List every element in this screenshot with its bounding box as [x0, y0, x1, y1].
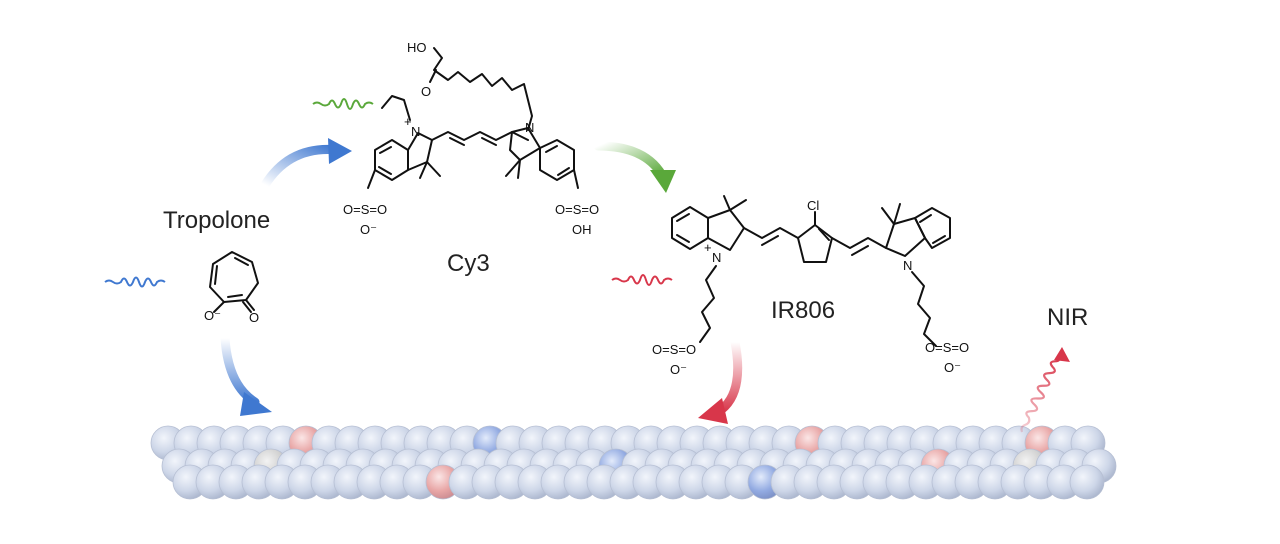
cy3-so3-left-o: O⁻ — [360, 222, 377, 237]
arrow-cy3-to-ir806 — [593, 141, 676, 193]
nir-emission-wave-icon — [1020, 355, 1061, 433]
arrow-tropolone-to-substrate — [220, 333, 272, 416]
arrow-tropolone-to-cy3 — [260, 138, 352, 190]
cy3-n-left: N — [411, 124, 420, 139]
ir806-n-left: N — [712, 250, 721, 265]
tropolone-o-minus: O⁻ — [204, 308, 221, 323]
nir-label: NIR — [1047, 304, 1088, 331]
ir806-label: IR806 — [771, 297, 835, 324]
cy3-so3-right-oh: OH — [572, 222, 592, 237]
ir806-structure: N + O=S=O O⁻ Cl N O=S=O O⁻ — [652, 195, 969, 377]
tropolone-label: Tropolone — [163, 207, 270, 234]
ir806-so3-right: O=S=O — [925, 340, 969, 355]
ir806-cl: Cl — [807, 198, 819, 213]
cy3-cooh-ho: HO — [407, 40, 427, 55]
blue-light-wave-icon — [104, 276, 166, 288]
substrate-sphere — [1069, 464, 1105, 500]
cy3-structure: HO O N + N O=S=O O⁻ O=S=O OH — [343, 40, 599, 237]
red-light-wave-icon — [611, 274, 673, 286]
tropolone-o: O — [249, 310, 259, 325]
cy3-so3-left: O=S=O — [343, 202, 387, 217]
tropolone-structure: O⁻ O — [204, 251, 259, 325]
ir806-n-left-charge: + — [704, 240, 712, 255]
green-light-wave-icon — [312, 98, 374, 110]
ir806-so3-left-o: O⁻ — [670, 362, 687, 377]
ir806-so3-right-o: O⁻ — [944, 360, 961, 375]
nanoparticle-substrate — [150, 425, 1117, 500]
arrow-ir806-to-substrate — [698, 337, 743, 424]
cy3-so3-right: O=S=O — [555, 202, 599, 217]
cy3-n-right: N — [525, 120, 534, 135]
cy3-cooh-o: O — [421, 84, 431, 99]
ir806-n-right: N — [903, 258, 912, 273]
ir806-so3-left: O=S=O — [652, 342, 696, 357]
nir-arrow-head-icon — [1054, 347, 1070, 362]
cy3-n-left-charge: + — [404, 114, 412, 129]
cy3-label: Cy3 — [447, 250, 490, 277]
